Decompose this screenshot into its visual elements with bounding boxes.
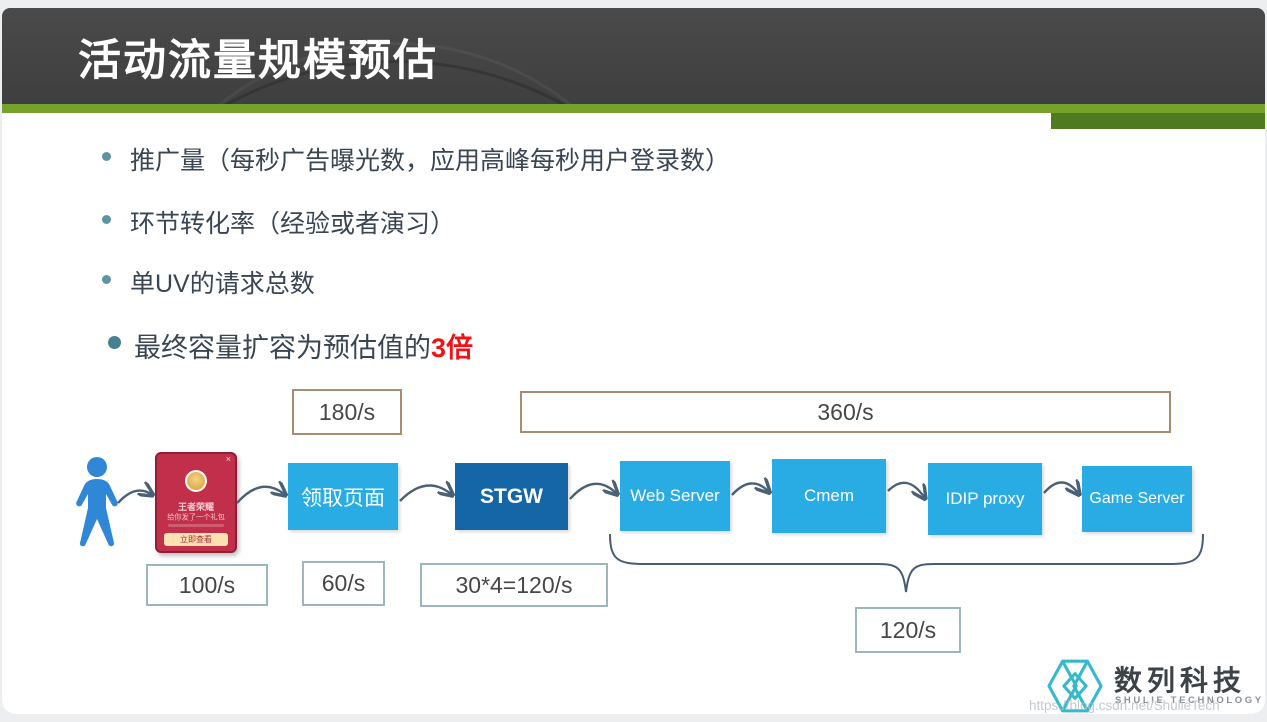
bullet-text: 环节转化率（经验或者演习） xyxy=(130,210,456,238)
brand-name-en: SHULIE TECHNOLOGY xyxy=(1115,695,1264,706)
shulie-logo-icon xyxy=(1047,659,1103,713)
card-view-button: 立即查看 xyxy=(164,533,228,546)
node-idip-proxy: IDIP proxy xyxy=(928,463,1042,535)
arrow-card-to-claim xyxy=(236,487,284,504)
rate-value: 120/s xyxy=(879,616,937,643)
node-label: Game Server xyxy=(1089,490,1185,507)
card-title: 王者荣耀 xyxy=(177,502,214,512)
bullet-item: 环节转化率（经验或者演习） xyxy=(102,204,456,240)
watermark-url: https://blog.csdn.net/ShulieTech xyxy=(1029,698,1220,713)
rate-box-60: 60/s xyxy=(302,561,385,606)
red-packet-card: × 王者荣耀 给你发了一个礼包 立即查看 xyxy=(155,452,237,553)
arrow-cmem-to-idip xyxy=(887,481,924,497)
slide: 活动流量规模预估 推广量（每秒广告曝光数，应用高峰每秒用户登录数） 环节转化率（… xyxy=(2,8,1265,714)
node-label: Web Server xyxy=(630,486,720,505)
rate-value: 360/s xyxy=(817,398,874,425)
bullet-dot xyxy=(108,336,121,349)
rate-value: 180/s xyxy=(318,398,376,425)
user-icon xyxy=(76,457,118,547)
rate-box-100: 100/s xyxy=(146,564,268,606)
node-cmem: Cmem xyxy=(772,459,886,533)
bullet-highlight: 3倍 xyxy=(431,333,474,363)
rate-value: 60/s xyxy=(321,570,366,596)
node-stgw: STGW xyxy=(455,463,568,530)
bullet-item: 推广量（每秒广告曝光数，应用高峰每秒用户登录数） xyxy=(102,141,731,177)
card-fineprint xyxy=(167,524,225,527)
node-game-server: Game Server xyxy=(1082,466,1192,532)
bullet-text: 推广量（每秒广告曝光数，应用高峰每秒用户登录数） xyxy=(130,147,731,175)
page-title: 活动流量规模预估 xyxy=(78,37,438,85)
rate-value: 100/s xyxy=(178,571,236,598)
rate-box-calc: 30*4=120/s xyxy=(420,563,608,607)
card-subtitle: 给你发了一个礼包 xyxy=(167,513,225,522)
node-label: STGW xyxy=(480,484,543,508)
arrow-stgw-to-web xyxy=(569,484,616,500)
rate-value: 30*4=120/s xyxy=(455,571,573,598)
bullet-dot xyxy=(102,275,111,284)
brace-servers-group xyxy=(609,533,1204,593)
bullet-text: 最终容量扩容为预估值的 xyxy=(134,333,431,363)
node-label: IDIP proxy xyxy=(945,489,1025,508)
bullet-text: 单UV的请求总数 xyxy=(130,270,315,298)
close-icon: × xyxy=(225,454,231,464)
node-web-server: Web Server xyxy=(620,461,730,531)
arrow-web-to-cmem xyxy=(731,483,768,495)
arrow-idip-to-game xyxy=(1043,483,1078,494)
bullet-item-final: 最终容量扩容为预估值的3倍 xyxy=(108,326,474,365)
node-label: Cmem xyxy=(803,486,855,505)
arrow-claim-to-stgw xyxy=(399,485,451,502)
node-label: 领取页面 xyxy=(301,486,385,510)
rate-box-120: 120/s xyxy=(855,607,961,653)
rate-box-360: 360/s xyxy=(520,391,1171,433)
bullet-item: 单UV的请求总数 xyxy=(102,264,315,300)
game-badge-icon xyxy=(185,470,207,492)
rate-box-180: 180/s xyxy=(292,389,402,435)
brand-name-cn: 数列科技 xyxy=(1114,665,1247,696)
node-claim-page: 领取页面 xyxy=(288,463,398,530)
bullet-dot xyxy=(102,215,111,224)
bullet-dot xyxy=(102,152,111,161)
slide-header: 活动流量规模预估 xyxy=(2,8,1265,104)
header-accent-bar xyxy=(2,104,1265,113)
header-accent-tab xyxy=(1051,113,1265,129)
